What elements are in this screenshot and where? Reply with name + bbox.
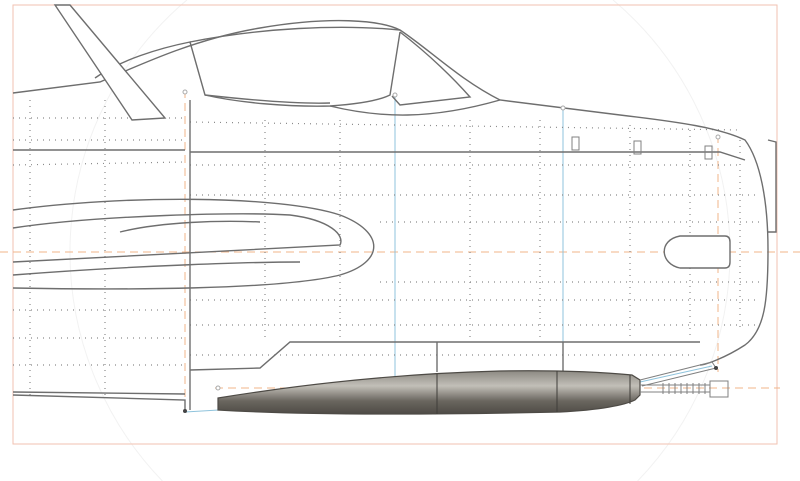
wing-outline xyxy=(12,198,375,290)
construction-arc-right xyxy=(612,0,731,481)
reference-points xyxy=(182,89,721,413)
gun-port xyxy=(663,235,731,269)
wing-fence xyxy=(119,220,261,233)
construction-arc-left xyxy=(69,0,188,481)
canopy-frame xyxy=(94,31,401,107)
probe-strut xyxy=(639,361,717,387)
wing-lower-line xyxy=(12,261,301,276)
tank-body xyxy=(217,370,641,415)
fuselage-bottom xyxy=(12,394,186,412)
guide-line xyxy=(639,365,713,383)
pitot-probe xyxy=(639,361,729,398)
canopy-base xyxy=(329,99,501,116)
panel-line xyxy=(12,391,186,395)
wing-root xyxy=(12,198,375,290)
vent xyxy=(633,140,642,155)
frame-border xyxy=(12,4,778,445)
wing-inner-line xyxy=(12,213,342,263)
canopy xyxy=(94,26,501,116)
lower-panel-line xyxy=(189,341,700,371)
probe-tip xyxy=(709,380,729,398)
vent xyxy=(571,136,580,151)
rivet-lines xyxy=(12,100,760,395)
vent xyxy=(704,145,713,160)
nose-ring xyxy=(767,139,777,233)
windscreen xyxy=(391,31,472,106)
fuselage xyxy=(12,19,777,412)
fuselage-outline xyxy=(12,19,769,366)
canopy-top xyxy=(189,26,401,43)
upper-panel-line xyxy=(190,151,746,161)
antenna-mast xyxy=(53,4,167,121)
drop-tank xyxy=(217,370,641,415)
canopy-sill xyxy=(204,94,331,104)
